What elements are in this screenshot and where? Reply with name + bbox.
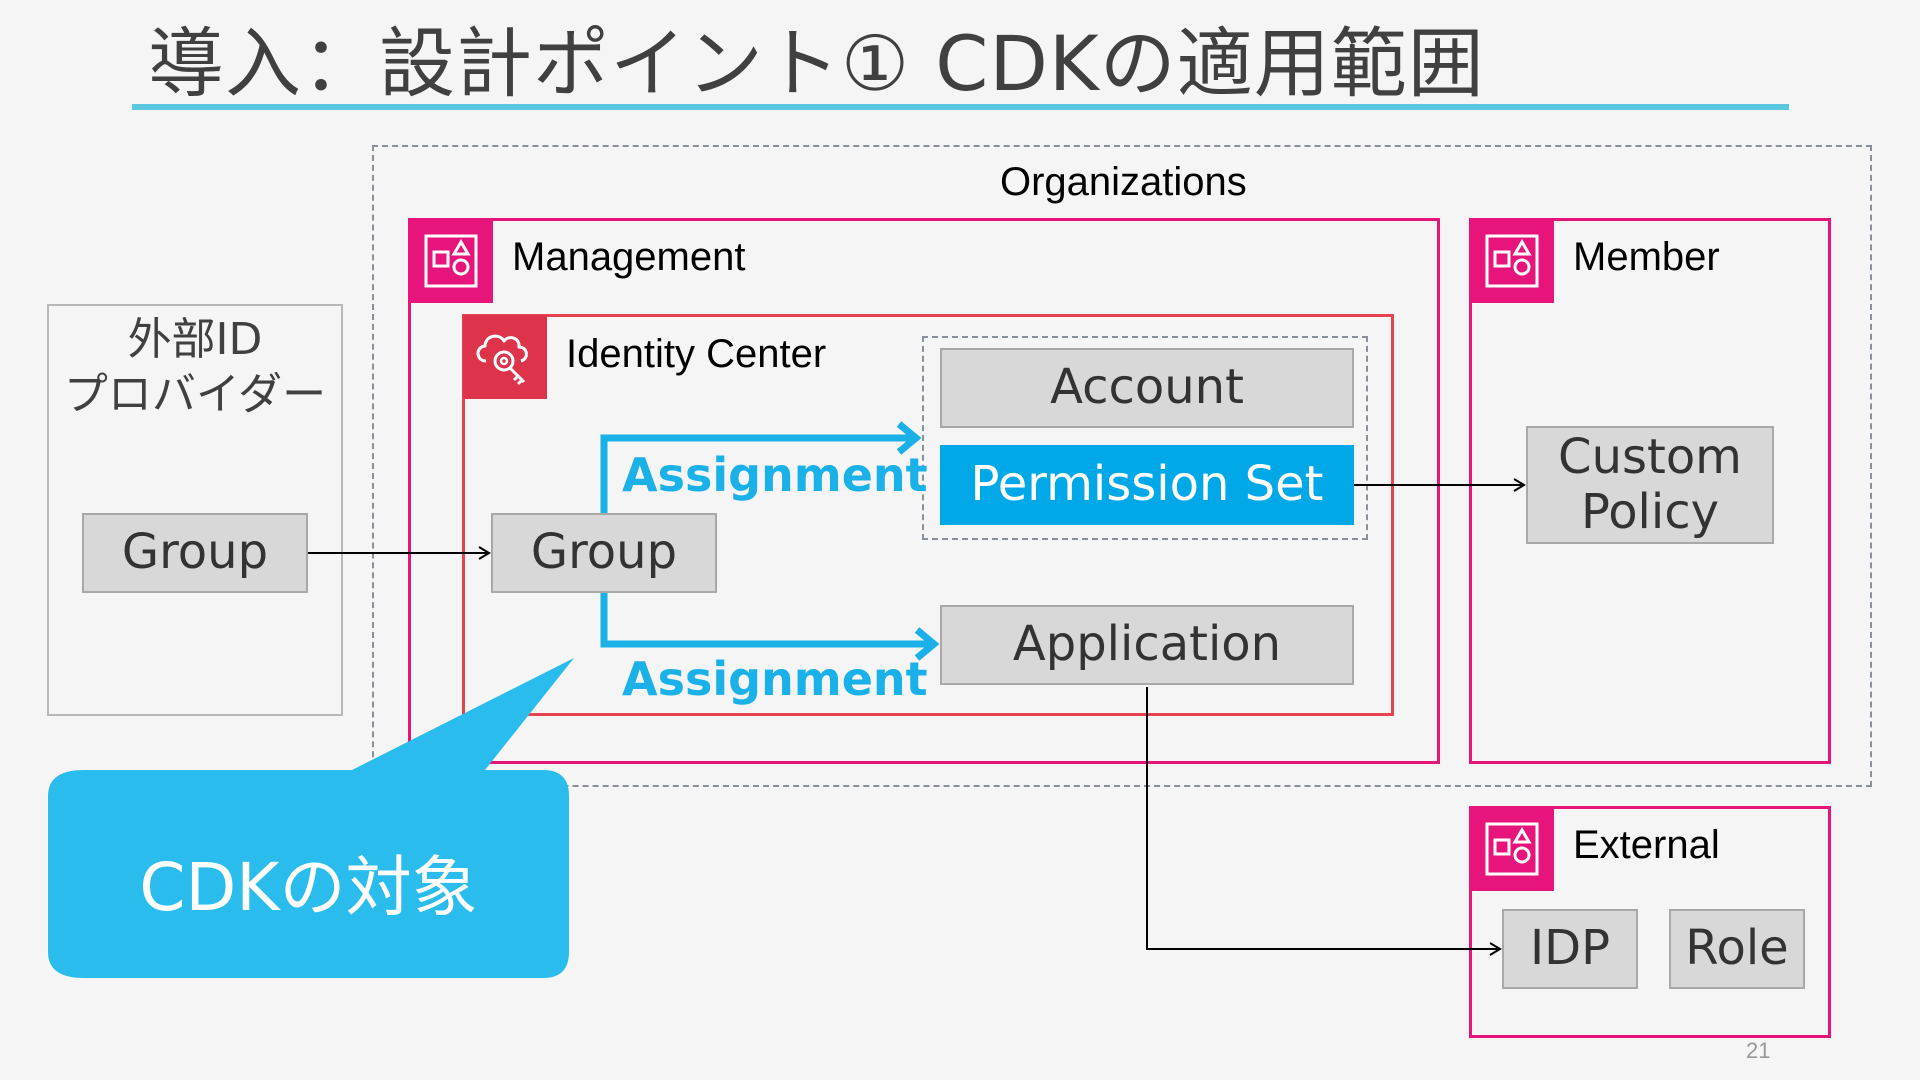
idp-node[interactable]: IDP	[1502, 909, 1638, 989]
assignment-arrow-top	[600, 421, 922, 513]
aws-account-icon	[409, 219, 493, 303]
account-node[interactable]: Account	[940, 348, 1354, 428]
callout-bubble	[48, 658, 574, 978]
organizations-box	[372, 145, 1872, 787]
application-node[interactable]: Application	[940, 605, 1354, 685]
external-idp-label: 外部ID プロバイダー	[47, 312, 343, 422]
management-label: Management	[512, 235, 746, 279]
identity-center-icon	[463, 315, 547, 399]
aws-account-icon	[1470, 219, 1554, 303]
identity-center-box	[462, 314, 1394, 716]
member-account-box	[1469, 218, 1831, 764]
assignment-label-top: Assignment	[622, 448, 928, 502]
aws-account-icon	[1470, 807, 1554, 891]
custom-policy-node[interactable]: Custom Policy	[1526, 426, 1774, 544]
assignment-arrow-bottom	[600, 593, 940, 661]
slide-title: 導入：設計ポイント① CDKの適用範囲	[148, 19, 1485, 108]
assignment-label-bottom: Assignment	[622, 652, 928, 706]
custom-policy-line2: Policy	[1580, 484, 1720, 540]
role-node[interactable]: Role	[1669, 909, 1805, 989]
external-label: External	[1573, 823, 1720, 867]
title-underline	[132, 104, 1789, 110]
external-idp-label-line1: 外部ID	[127, 314, 263, 365]
member-label: Member	[1573, 235, 1720, 279]
external-idp-label-line2: プロバイダー	[63, 369, 327, 420]
permission-set-node[interactable]: Permission Set	[940, 445, 1354, 525]
external-account-box	[1469, 806, 1831, 1038]
account-permission-group	[922, 336, 1368, 540]
external-group-node[interactable]: Group	[82, 513, 308, 593]
custom-policy-line1: Custom	[1558, 428, 1742, 485]
page-number: 21	[1746, 1038, 1771, 1063]
identity-center-label: Identity Center	[566, 332, 827, 376]
identity-center-group-node[interactable]: Group	[491, 513, 717, 593]
application-idp-connector	[1146, 687, 1502, 956]
management-account-box	[408, 218, 1440, 764]
organizations-label: Organizations	[1000, 160, 1247, 204]
callout-text: CDKの対象	[139, 849, 478, 926]
external-idp-box	[47, 304, 343, 716]
